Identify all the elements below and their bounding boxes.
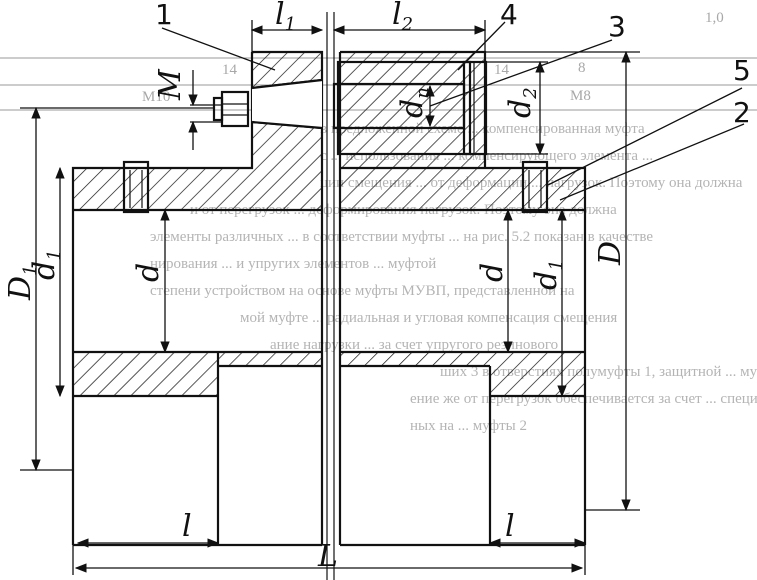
label-D: D <box>593 241 628 266</box>
dimensions <box>20 20 640 575</box>
bg-table-cell: 14 <box>494 62 510 78</box>
label-D1-sub: 1 <box>20 264 41 275</box>
right-flange-hatch <box>340 52 485 168</box>
sleeve-end <box>462 60 488 156</box>
label-dn-sub: n <box>412 87 433 99</box>
label-l1-sub: 1 <box>285 14 296 35</box>
label-l2-sub: 2 <box>401 14 413 35</box>
label-l2: l2 <box>392 0 413 35</box>
right-hub-upper-hatch <box>340 168 585 210</box>
bg-table-cell: M10 <box>142 89 170 105</box>
callout-1: 1 <box>155 0 173 31</box>
rubber-bushing <box>336 60 472 156</box>
leader-1 <box>161 27 276 71</box>
label-l1: l1 <box>275 0 296 35</box>
label-D1: D1 <box>3 264 41 301</box>
bg-text-line: элементы различных ... в соответствии му… <box>150 229 653 245</box>
label-d-right: d <box>475 263 510 282</box>
label-d1-left-main: d <box>27 261 62 280</box>
callout-4: 4 <box>500 0 518 31</box>
callout-3: 3 <box>608 10 626 43</box>
leader-2 <box>559 123 745 201</box>
label-l-right: l <box>505 509 515 544</box>
pin-thread-end <box>212 96 224 122</box>
bg-table-cell: 14 <box>222 62 238 78</box>
bg-text-line: ных на ... муфты 2 <box>410 418 527 434</box>
label-d1-left: d1 <box>27 249 65 280</box>
label-d1-left-sub: 1 <box>44 249 65 260</box>
leader-4 <box>457 21 506 71</box>
pin-taper-fill <box>252 80 322 128</box>
leader-5 <box>547 87 743 186</box>
label-d1-right-sub: 1 <box>546 259 567 270</box>
label-d2-sub: 2 <box>520 87 541 99</box>
hub-lower-hatch-2 <box>218 352 322 366</box>
leaders <box>161 21 745 201</box>
nut <box>220 90 250 128</box>
bg-table-cell: M8 <box>570 88 591 104</box>
bg-text-line: ание нагрузки ... за счет упругого резин… <box>270 337 558 353</box>
hub-upper-hatch <box>73 168 322 210</box>
label-l1-main: l <box>275 0 285 32</box>
bg-table-cell: 8 <box>578 60 586 76</box>
right-half-coupling <box>332 50 587 547</box>
label-d-left: d <box>131 263 166 282</box>
callout-2: 2 <box>733 96 751 129</box>
label-d2: d2 <box>503 87 541 118</box>
label-dn-main: d <box>395 99 430 118</box>
bg-text-line: нирования ... и упругих элементов ... му… <box>150 256 436 272</box>
label-l2-main: l <box>392 0 402 32</box>
label-d1-right-main: d <box>529 271 564 290</box>
pin-taper-edges <box>251 78 323 130</box>
label-dn: dn <box>395 87 433 118</box>
right-set-screw <box>521 160 549 214</box>
hub-lower-hatch <box>73 352 218 396</box>
left-set-screw <box>122 160 150 214</box>
label-M: M <box>153 68 188 101</box>
label-D1-main: D <box>3 276 38 301</box>
label-d1-right: d1 <box>529 259 567 290</box>
leader-3 <box>429 39 613 107</box>
label-d2-main: d <box>503 99 538 118</box>
label-L: L <box>317 539 338 574</box>
bg-table-cell: 1,0 <box>705 10 724 26</box>
right-hub-lower-hatch <box>340 352 585 396</box>
bg-text-line: степени устройством на основе муфты МУВП… <box>150 283 575 299</box>
callout-5: 5 <box>733 54 751 87</box>
label-l-left: l <box>182 509 192 544</box>
bg-text-line: мой муфте ... радиальная и угловая компе… <box>240 310 617 326</box>
